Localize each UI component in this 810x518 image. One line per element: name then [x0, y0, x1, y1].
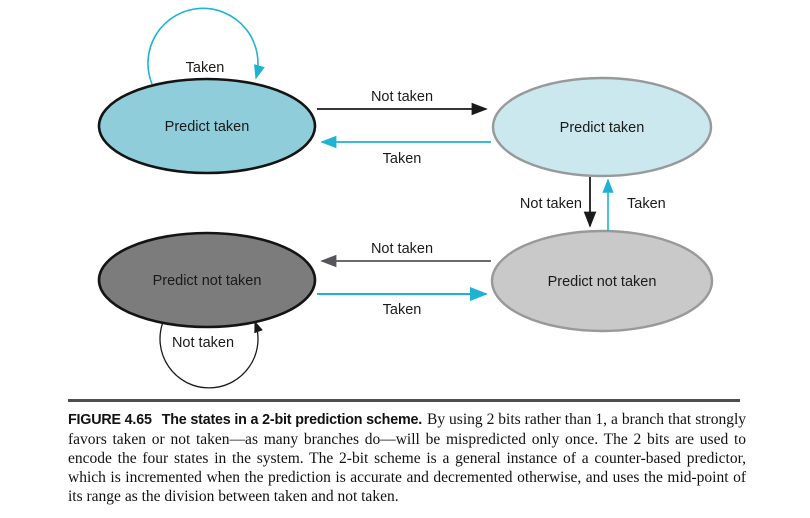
- caption-text: FIGURE 4.65 The states in a 2-bit predict…: [68, 410, 746, 506]
- transition-top-forward-label: Not taken: [371, 89, 433, 105]
- state-weak-taken-ellipse: [491, 76, 713, 178]
- state-weak-not-taken-label: Predict not taken: [548, 274, 657, 290]
- figure-number: FIGURE 4.65: [68, 412, 152, 428]
- state-strong-not-taken-label: Predict not taken: [153, 273, 262, 289]
- transition-top-back-label: Taken: [383, 151, 422, 167]
- transition-bottom-back-label: Not taken: [371, 241, 433, 257]
- state-strong-taken-label: Predict taken: [165, 119, 250, 135]
- state-weak-not-taken-ellipse: [490, 229, 714, 333]
- transition-top-self-loop-arrow: [147, 7, 265, 85]
- state-strong-taken-ellipse: [97, 77, 317, 175]
- figure-body: By using 2 bits rather than 1, a branch …: [68, 411, 746, 505]
- transition-right-down-label: Not taken: [520, 196, 582, 212]
- state-diagram: Taken Not taken Predict taken Predict ta…: [97, 7, 714, 389]
- figure-caption: FIGURE 4.65 The states in a 2-bit predict…: [68, 399, 746, 506]
- transition-bottom-self-loop-arrow: [159, 320, 263, 389]
- transition-right-up-label: Taken: [627, 196, 666, 212]
- state-weak-taken-label: Predict taken: [560, 120, 645, 136]
- caption-divider: [68, 399, 740, 402]
- figure-title: The states in a 2-bit prediction scheme.: [161, 412, 422, 428]
- transition-bottom-self-loop-label: Not taken: [172, 335, 234, 351]
- transition-bottom-forward-label: Taken: [383, 302, 422, 318]
- transition-top-self-loop-label: Taken: [186, 60, 225, 76]
- state-strong-not-taken-ellipse: [97, 231, 317, 329]
